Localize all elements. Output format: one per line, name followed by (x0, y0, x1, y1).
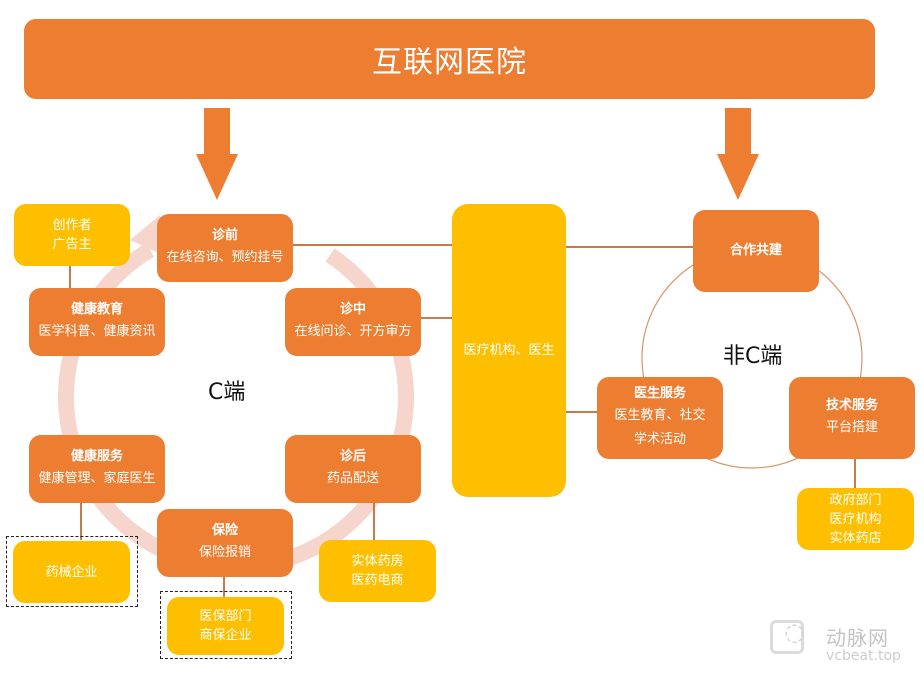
node-desc: 学术活动 (633, 432, 686, 447)
non-c-side-label: 非C端 (723, 344, 783, 369)
center-institutions-doctors: 医疗机构、医生 (452, 204, 566, 497)
watermark-brand: 动脉网 (826, 626, 889, 650)
down-arrow-left (196, 108, 238, 200)
vb-logo-icon (770, 620, 804, 654)
partner-line: 医疗机构 (829, 511, 882, 527)
partner-tech: 政府部门 医疗机构 实体药店 (797, 488, 914, 550)
banner-internet-hospital: 互联网医院 (24, 19, 875, 99)
node-title: 合作共建 (729, 243, 782, 258)
stage-desc: 健康管理、家庭医生 (38, 471, 156, 486)
partner-line: 药械企业 (45, 564, 98, 580)
partner-line: 政府部门 (829, 492, 882, 508)
node-cooperation: 合作共建 (693, 210, 819, 292)
partner-line: 创作者 (52, 218, 92, 233)
stage-title: 健康服务 (70, 449, 123, 464)
center-label: 医疗机构、医生 (463, 342, 555, 358)
c-side-label: C端 (208, 380, 246, 405)
node-title: 医生服务 (633, 386, 686, 401)
stage-post: 诊后 药品配送 (285, 435, 421, 503)
watermark: ◌ 动脉网 vcbeat.top (770, 612, 920, 672)
stage-health-service: 健康服务 健康管理、家庭医生 (29, 435, 165, 503)
partner-insurers: 医保部门 商保企业 (167, 597, 284, 655)
partner-line: 医药电商 (351, 573, 404, 588)
stage-insurance: 保险 保险报销 (157, 509, 293, 577)
partner-pharma: 药械企业 (13, 541, 130, 603)
wechat-icon: ◌ (784, 618, 805, 646)
dashed-frame-insurers (160, 591, 292, 659)
stage-during: 诊中 在线问诊、开方审方 (285, 288, 421, 356)
stage-desc: 保险报销 (198, 545, 251, 560)
stage-pre: 诊前 在线咨询、预约挂号 (157, 214, 293, 282)
stage-title: 健康教育 (70, 302, 123, 317)
watermark-url: vcbeat.top (826, 648, 901, 664)
node-desc: 医生教育、社交 (614, 408, 706, 423)
partner-line: 商保企业 (199, 628, 252, 643)
partner-line: 实体药店 (829, 530, 882, 546)
stage-desc: 医学科普、健康资讯 (38, 324, 156, 339)
partner-line: 实体药房 (351, 554, 404, 569)
stage-title: 诊前 (211, 228, 238, 243)
node-desc: 平台搭建 (825, 420, 878, 435)
partner-line: 广告主 (52, 237, 92, 252)
partner-pharmacies: 实体药房 医药电商 (319, 540, 436, 602)
stage-title: 诊中 (339, 302, 366, 317)
stage-title: 保险 (211, 523, 238, 538)
down-arrow-right (717, 108, 759, 200)
banner-title: 互联网医院 (372, 45, 527, 80)
partner-creators: 创作者 广告主 (14, 204, 130, 266)
stage-desc: 药品配送 (326, 471, 379, 486)
node-tech-service: 技术服务 平台搭建 (789, 377, 915, 459)
dashed-frame-pharma (6, 536, 138, 607)
stage-health-education: 健康教育 医学科普、健康资讯 (29, 288, 165, 356)
node-title: 技术服务 (825, 398, 878, 413)
stage-title: 诊后 (339, 449, 366, 464)
stage-desc: 在线问诊、开方审方 (294, 324, 412, 339)
node-doctor-service: 医生服务 医生教育、社交 学术活动 (597, 377, 723, 459)
stage-desc: 在线咨询、预约挂号 (166, 250, 284, 265)
partner-line: 医保部门 (199, 609, 252, 624)
